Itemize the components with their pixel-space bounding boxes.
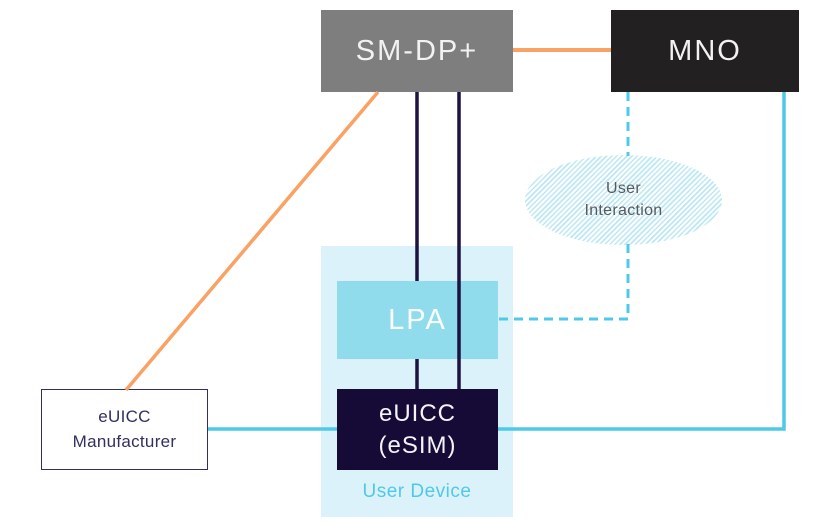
node-mno: MNO [611,10,799,92]
node-euicc-esim: eUICC (eSIM) [337,389,498,470]
node-user-interaction: User Interaction [525,155,722,245]
edge-mno-euicc [498,92,786,431]
node-sm-dp-plus: SM-DP+ [321,10,513,92]
user-device-label: User Device [362,481,472,502]
node-lpa: LPA [337,281,498,359]
edge-user-interaction-lpa [498,244,630,321]
node-euicc-manufacturer: eUICC Manufacturer [41,389,208,470]
